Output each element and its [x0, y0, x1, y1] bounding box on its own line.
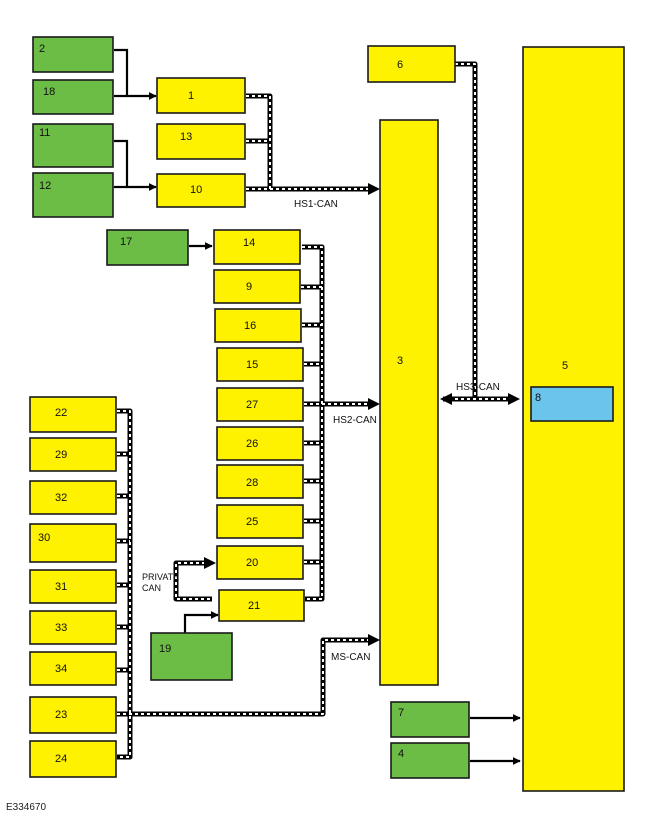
module-32[interactable]: 32 — [29, 480, 117, 515]
module-25-label: 25 — [246, 516, 258, 528]
hs3-left-arrowhead — [440, 393, 452, 405]
module-16-label: 16 — [244, 320, 256, 332]
module-22[interactable]: 22 — [29, 396, 117, 433]
module-24[interactable]: 24 — [29, 740, 117, 778]
ms-can-label: MS-CAN — [331, 652, 370, 663]
private-arrowhead-20 — [204, 557, 216, 569]
module-3[interactable]: 3 — [379, 119, 439, 686]
ms-arrowhead — [368, 634, 380, 646]
module-13[interactable]: 13 — [156, 123, 246, 160]
module-28[interactable]: 28 — [216, 464, 304, 499]
module-21-label: 21 — [248, 600, 260, 612]
module-18[interactable]: 18 — [32, 79, 114, 115]
module-23-label: 23 — [55, 709, 67, 721]
module-30-label: 30 — [38, 532, 50, 544]
module-31[interactable]: 31 — [29, 569, 117, 604]
module-17-label: 17 — [120, 236, 132, 248]
module-27-label: 27 — [246, 399, 258, 411]
module-11[interactable]: 11 — [32, 123, 114, 168]
hs1-can-bus — [246, 93, 370, 192]
figure-code: E334670 — [6, 802, 46, 813]
hs1-can-label: HS1-CAN — [294, 199, 338, 210]
bus-lines — [117, 61, 512, 760]
module-29-label: 29 — [55, 449, 67, 461]
module-6[interactable]: 6 — [367, 45, 456, 83]
module-3-label: 3 — [397, 355, 403, 367]
module-4-label: 4 — [398, 748, 404, 760]
private-can-bus — [173, 560, 212, 602]
hs3-right-arrowhead — [508, 393, 520, 405]
module-9[interactable]: 9 — [213, 269, 301, 304]
module-34[interactable]: 34 — [29, 651, 117, 686]
module-13-label: 13 — [180, 131, 192, 143]
bus-labels: HS1-CAN HS2-CAN HS3-CAN MS-CAN PRIVATE C… — [142, 199, 500, 663]
module-15-label: 15 — [246, 359, 258, 371]
module-5-label: 5 — [562, 360, 568, 372]
module-15[interactable]: 15 — [216, 347, 304, 382]
module-33-label: 33 — [55, 622, 67, 634]
module-18-label: 18 — [43, 86, 55, 98]
module-26[interactable]: 26 — [216, 426, 304, 461]
module-22-label: 22 — [55, 407, 67, 419]
module-23[interactable]: 23 — [29, 696, 117, 734]
module-24-label: 24 — [55, 753, 67, 765]
module-17[interactable]: 17 — [106, 229, 189, 266]
hs3-can-label: HS3-CAN — [456, 382, 500, 393]
module-30[interactable]: 30 — [29, 523, 117, 563]
module-7[interactable]: 7 — [390, 701, 470, 738]
module-25[interactable]: 25 — [216, 504, 304, 539]
module-29[interactable]: 29 — [29, 437, 117, 472]
hs3-can-bus — [443, 61, 512, 402]
module-14[interactable]: 14 — [213, 229, 301, 265]
module-33[interactable]: 33 — [29, 610, 117, 645]
module-9-label: 9 — [246, 281, 252, 293]
module-12[interactable]: 12 — [32, 172, 114, 218]
module-6-label: 6 — [397, 59, 403, 71]
hs1-arrowhead — [368, 183, 380, 195]
hs2-arrowhead — [368, 398, 380, 410]
module-28-label: 28 — [246, 477, 258, 489]
wire-2-to-1 — [114, 48, 157, 100]
modules: 2 18 11 12 1 13 10 17 14 9 16 15 27 26 2… — [29, 36, 625, 792]
module-2-label: 2 — [39, 43, 45, 55]
module-10-label: 10 — [190, 184, 202, 196]
module-1[interactable]: 1 — [156, 77, 246, 114]
wire-11-to-10 — [114, 139, 157, 191]
module-27[interactable]: 27 — [216, 387, 304, 422]
module-1-label: 1 — [188, 90, 194, 102]
module-32-label: 32 — [55, 492, 67, 504]
arrowheads — [204, 183, 520, 646]
module-20-label: 20 — [246, 557, 258, 569]
module-11-label: 11 — [39, 127, 50, 139]
module-31-label: 31 — [55, 581, 67, 593]
module-4[interactable]: 4 — [390, 742, 470, 779]
module-14-label: 14 — [243, 237, 255, 249]
hardwire-connections — [114, 48, 521, 765]
module-21[interactable]: 21 — [218, 589, 305, 622]
module-8-label: 8 — [535, 392, 541, 404]
module-10[interactable]: 10 — [156, 173, 246, 208]
module-34-label: 34 — [55, 663, 67, 675]
private-can-label-line1: PRIVATE — [142, 572, 179, 582]
module-26-label: 26 — [246, 438, 258, 450]
module-7-label: 7 — [398, 707, 404, 719]
wire-19-to-21 — [183, 611, 219, 633]
module-20[interactable]: 20 — [216, 545, 304, 580]
module-12-label: 12 — [39, 180, 51, 192]
module-19[interactable]: 19 — [150, 632, 233, 681]
module-8[interactable]: 8 — [530, 386, 614, 422]
module-19-label: 19 — [159, 643, 171, 655]
private-can-label-line2: CAN — [142, 583, 161, 593]
module-2[interactable]: 2 — [32, 36, 114, 73]
module-16[interactable]: 16 — [214, 308, 302, 343]
hs2-can-label: HS2-CAN — [333, 415, 377, 426]
